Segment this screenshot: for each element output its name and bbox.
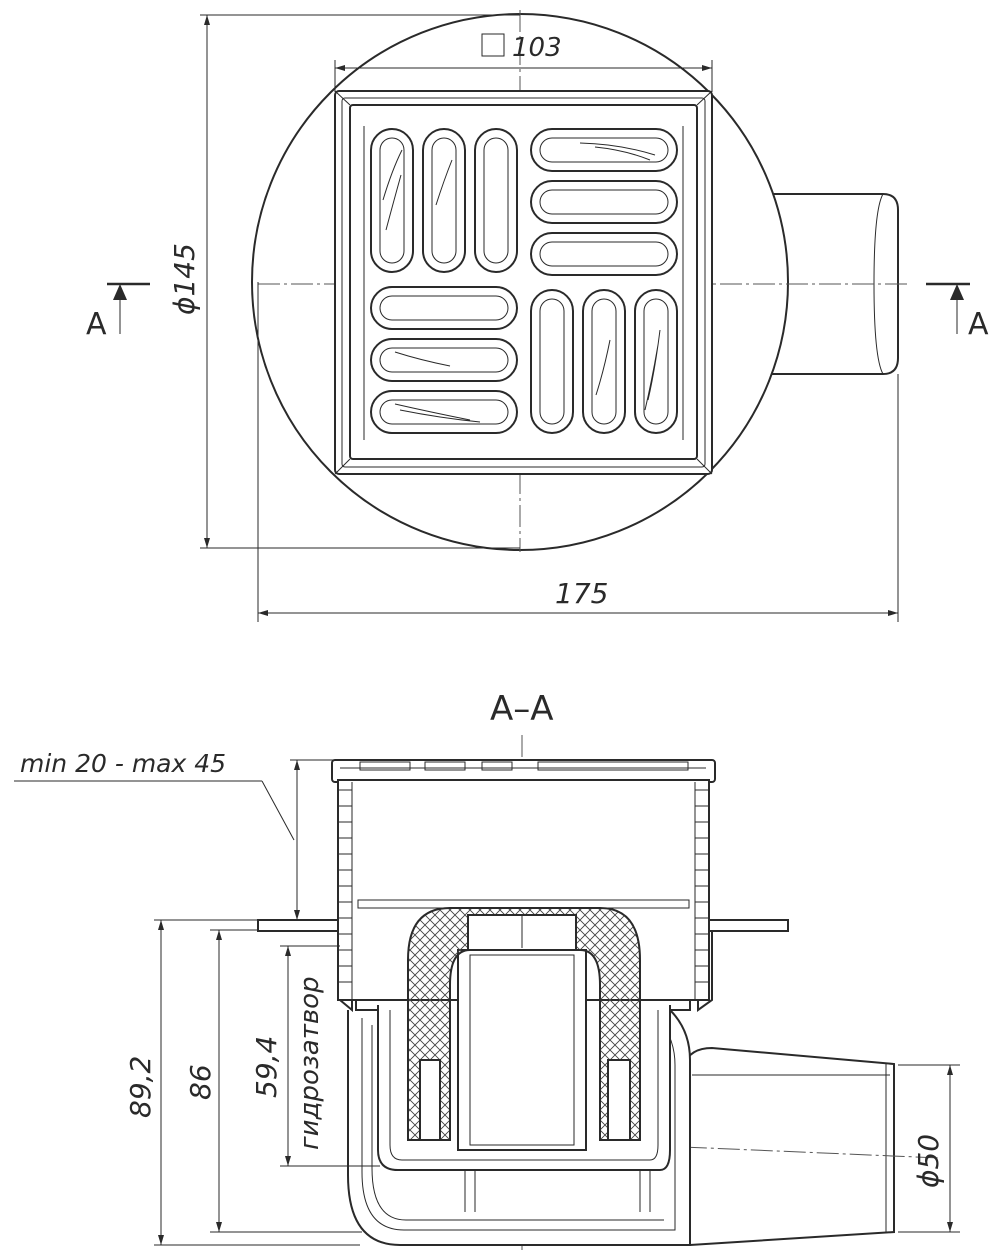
section-view: A–A (14, 689, 960, 1250)
slots-bottom-left (370, 286, 518, 434)
section-mark-right: A (926, 282, 989, 342)
top-view: 103 ϕ145 175 A A (86, 10, 989, 622)
dim-59-label: 59,4 (250, 1036, 283, 1098)
telescopic-sleeve (331, 759, 716, 1001)
dim-59: 59,4 гидрозатвор (250, 945, 380, 1167)
dim-outlet: ϕ50 (898, 1064, 960, 1233)
dim-width-label: 175 (555, 577, 608, 610)
dim-86: 86 (184, 929, 362, 1233)
water-seal-label: гидрозатвор (295, 976, 325, 1150)
seal-cap (407, 907, 641, 1141)
slots-top-left (370, 128, 518, 273)
dim-diameter-label: ϕ145 (168, 243, 201, 315)
slots-bottom-right (530, 289, 678, 434)
dim-square-103: 103 (334, 33, 713, 92)
dim-outlet-label: ϕ50 (912, 1134, 945, 1188)
section-mark-right-label: A (968, 307, 989, 342)
grate-frame (334, 90, 713, 475)
section-mark-left: A (86, 282, 150, 342)
dim-width-175: 175 (257, 282, 899, 622)
dim-square-label: 103 (512, 33, 562, 63)
section-mark-left-label: A (86, 307, 107, 342)
slots-top-right (530, 128, 678, 276)
dim-89-label: 89,2 (124, 1056, 157, 1118)
dim-range: min 20 - max 45 (14, 749, 334, 920)
section-title: A–A (490, 689, 554, 729)
dim-89: 89,2 (124, 919, 360, 1246)
dim-range-label: min 20 - max 45 (20, 749, 226, 778)
dim-diameter-145: ϕ145 (168, 14, 520, 549)
grate-section (359, 761, 689, 771)
dim-86-label: 86 (184, 1064, 217, 1100)
